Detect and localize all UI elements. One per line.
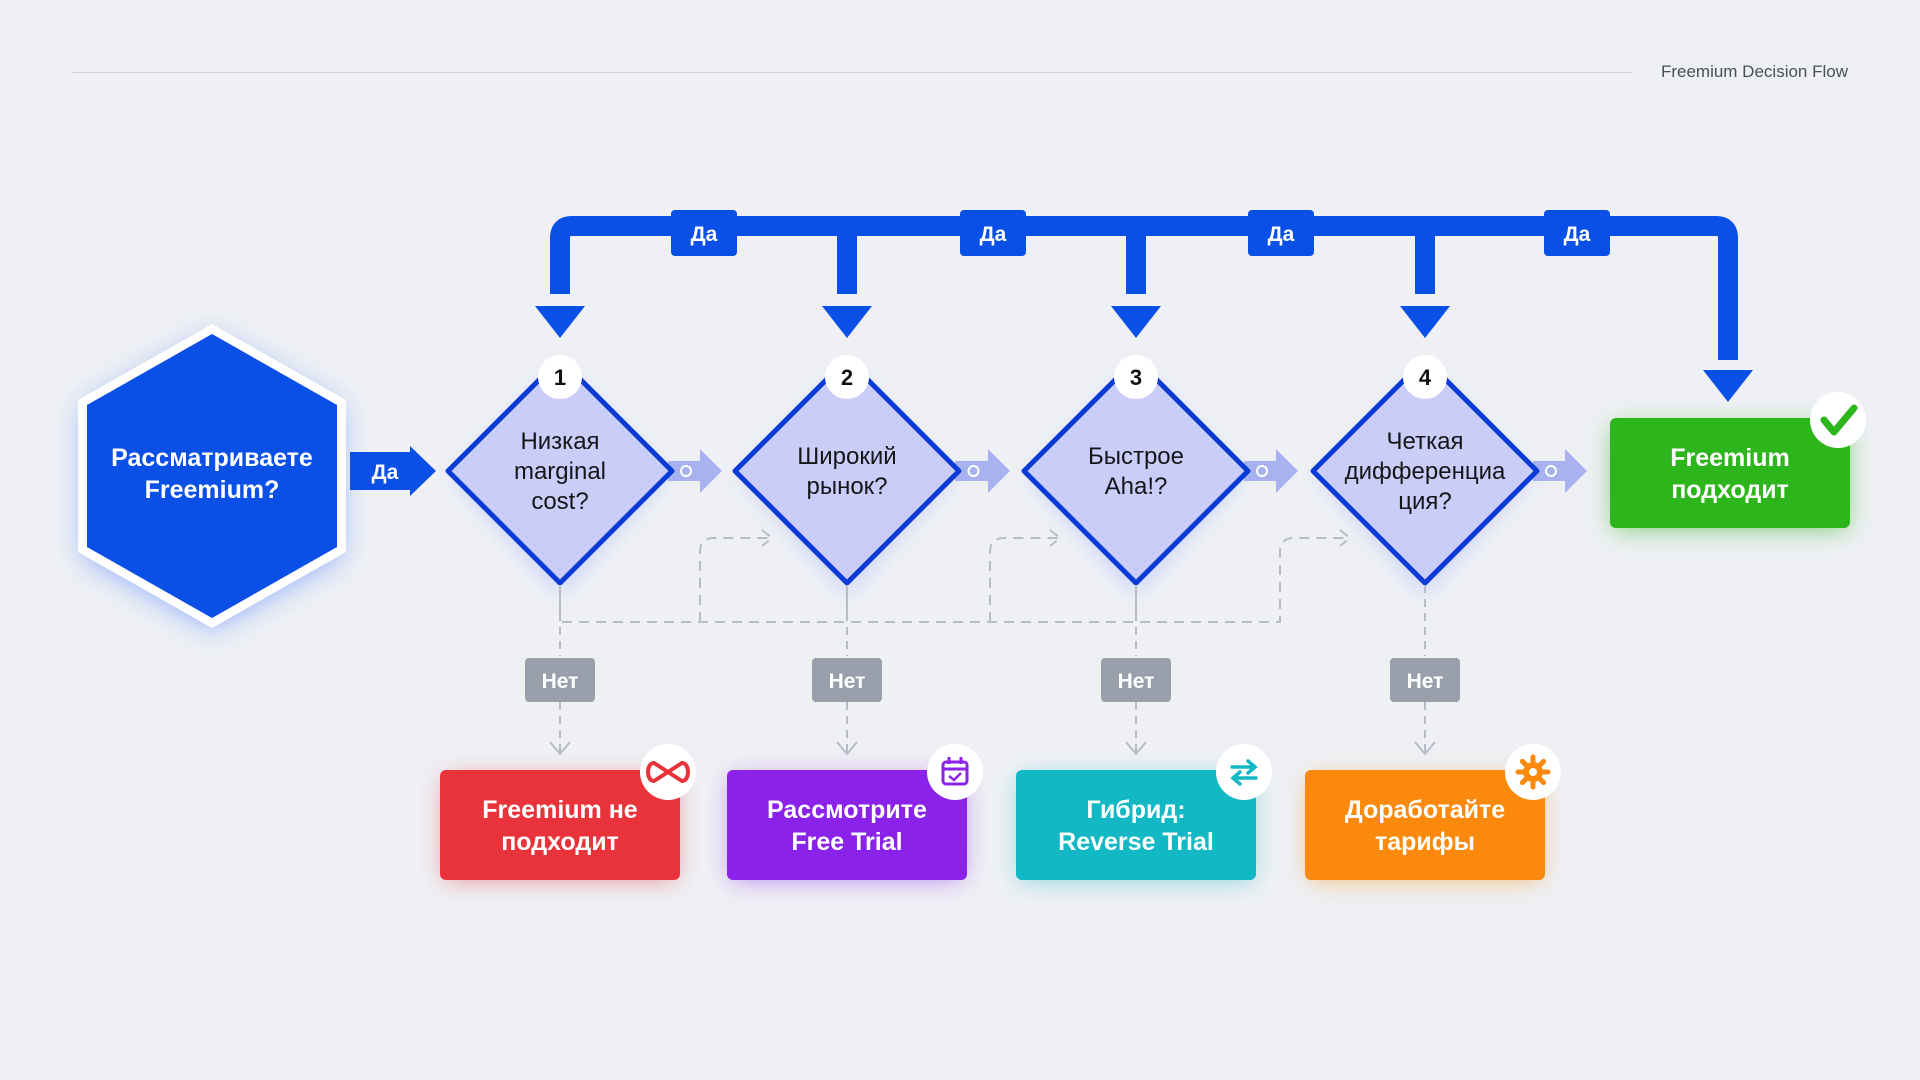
no-tag: Нет [812,658,882,702]
decision-question-line: ция? [1398,488,1452,515]
page-title: Freemium Decision Flow [1660,62,1848,81]
arrowhead-to-decision-3 [1111,306,1161,338]
outcome-node-4: Доработайте тарифы [1305,744,1561,880]
swap-arrows-icon [1216,744,1272,800]
outcome-label-line2: Free Trial [791,828,902,856]
decision-question-line: Низкая [520,428,599,455]
yes-tag-label: Да [1564,223,1591,246]
yes-tag: Да [960,210,1026,256]
arrowhead-to-decision-1 [535,306,585,338]
header-divider [72,72,1632,73]
decision-number: 4 [1419,365,1432,390]
decision-number: 3 [1130,365,1142,390]
start-edge-label: Да [372,461,399,484]
success-label-line1: Freemium [1670,444,1789,472]
decision-question-line: cost? [531,488,588,515]
decision-question-line: рынок? [806,473,887,500]
yes-tag: Да [1544,210,1610,256]
decision-question-line: Aha!? [1105,473,1168,500]
start-label-line1: Рассматриваете [111,444,313,472]
decision-question-line: Широкий [797,443,896,470]
yes-tag: Да [671,210,737,256]
outcome-label-line1: Гибрид: [1086,796,1185,824]
decision-number: 1 [554,365,566,390]
success-node: Freemium подходит [1610,392,1866,530]
no-tag-label: Нет [829,670,866,693]
no-tag: Нет [525,658,595,702]
success-label-line2: подходит [1671,476,1789,504]
no-branch-3: Нет [1101,585,1171,756]
broken-infinity-icon [640,744,696,800]
yes-tag-label: Да [691,223,718,246]
outcome-node-3: Гибрид: Reverse Trial [1016,744,1272,880]
outcome-label-line1: Доработайте [1345,796,1505,824]
yes-tag-label: Да [980,223,1007,246]
no-branch-2: Нет [812,585,882,756]
decision-number-badge: 3 [1114,355,1158,399]
decision-question-line: marginal [514,458,606,485]
check-icon [1810,392,1866,448]
calendar-icon [927,744,983,800]
decision-question-line: Четкая [1387,428,1464,455]
arrowhead-to-decision-2 [822,306,872,338]
yes-tag: Да [1248,210,1314,256]
outcome-label-line1: Freemium не [482,796,638,824]
outcome-label-line2: тарифы [1375,828,1475,856]
decision-question-line: Быстрое [1088,443,1184,470]
no-branch-4: Нет [1390,585,1460,756]
decision-number-badge: 2 [825,355,869,399]
connector-arrow [668,449,722,493]
decision-number: 2 [841,365,853,390]
start-yes-arrow: Да [350,446,436,496]
yes-bus [535,216,1753,402]
start-label-line2: Freemium? [145,476,280,504]
outcome-label-line1: Рассмотрите [767,796,927,824]
skip-connectors [559,529,1352,623]
yes-tag-label: Да [1268,223,1295,246]
decision-question-line: дифференциа [1345,458,1506,485]
outcome-node-1: Freemium не подходит [440,744,696,880]
outcome-label-line2: Reverse Trial [1058,828,1214,856]
connector-arrow [1244,449,1298,493]
arrowhead-to-decision-4 [1400,306,1450,338]
decision-number-badge: 1 [538,355,582,399]
no-branch-1: Нет [525,585,595,756]
no-tag-label: Нет [1118,670,1155,693]
decision-connectors [668,449,1587,493]
no-tag-label: Нет [1407,670,1444,693]
connector-arrow [1533,449,1587,493]
no-tag-label: Нет [542,670,579,693]
arrowhead-to-success [1703,370,1753,402]
connector-arrow [955,449,1010,493]
no-tag: Нет [1101,658,1171,702]
no-tag: Нет [1390,658,1460,702]
gear-icon [1505,744,1561,800]
outcome-label-line2: подходит [501,828,619,856]
start-node: Рассматриваете Freemium? [78,324,346,628]
decision-number-badge: 4 [1403,355,1447,399]
